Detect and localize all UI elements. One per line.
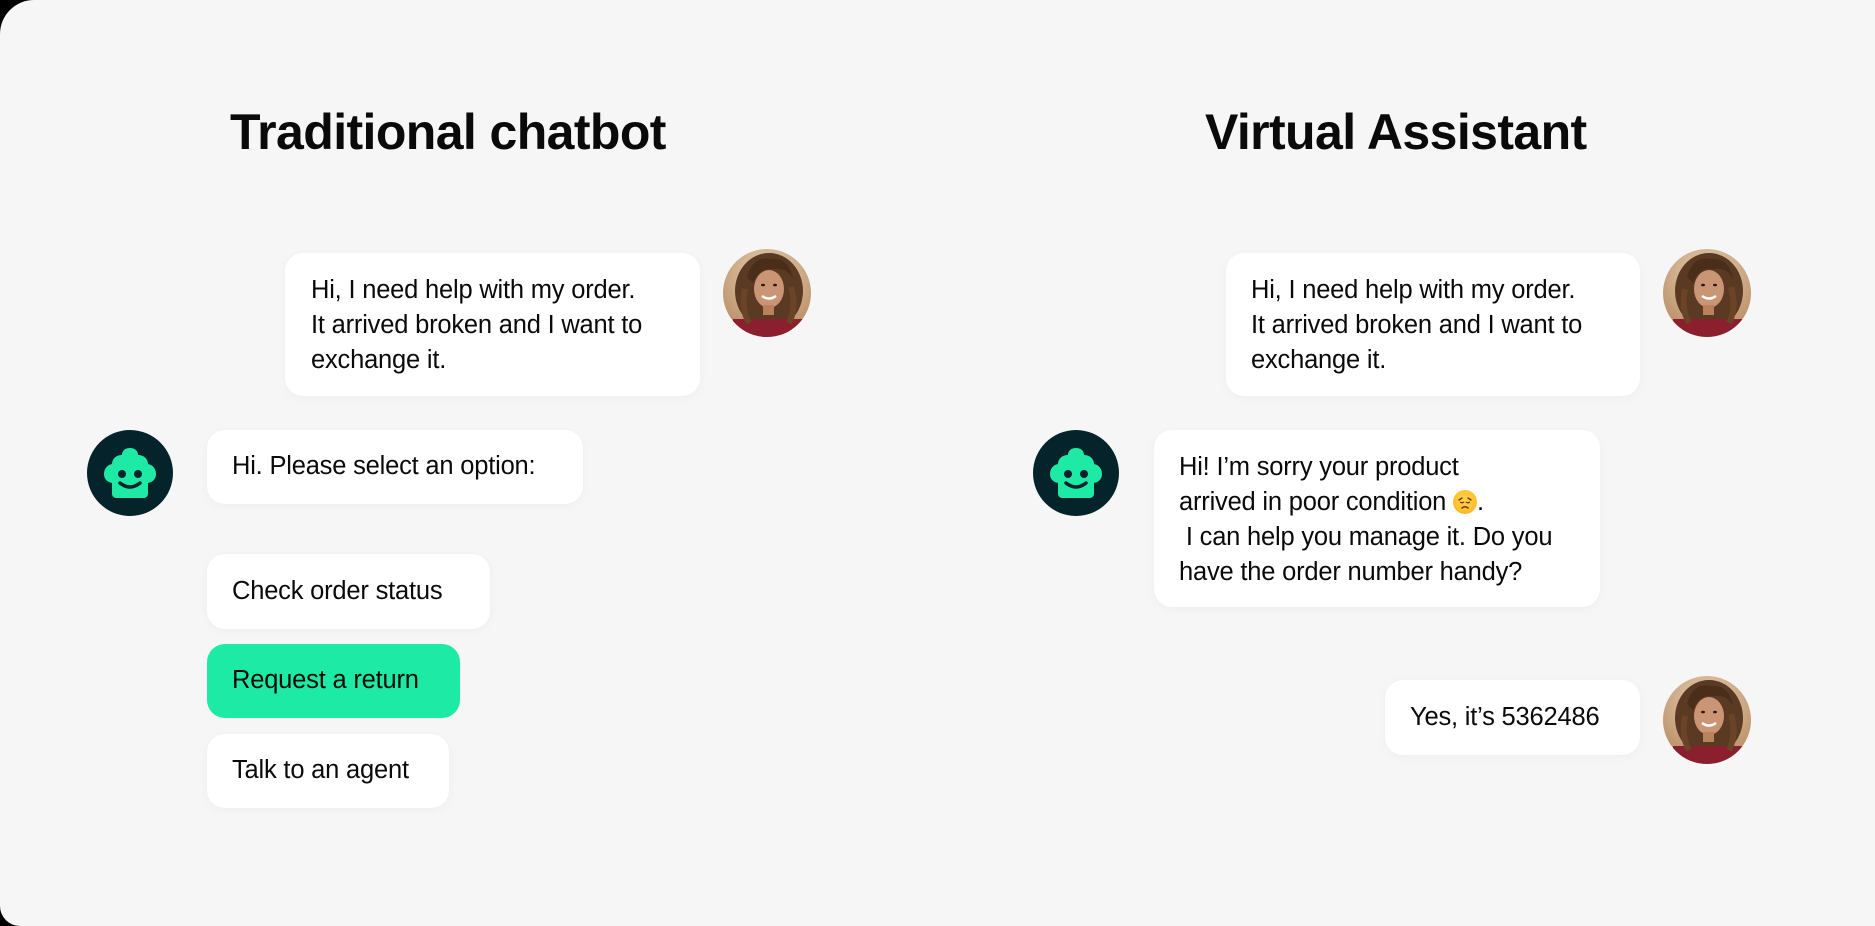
bot-message-text: Hi. Please select an option: — [232, 452, 536, 480]
user-reply-text: Yes, it’s 5362486 — [1410, 703, 1600, 731]
message-line: Hi! I’m sorry your product — [1179, 453, 1459, 481]
left-user-message-bubble: Hi, I need help with my order. It arrive… — [285, 253, 700, 396]
disappointed-face-emoji-icon — [1453, 490, 1478, 514]
right-user-reply-bubble: Yes, it’s 5362486 — [1385, 680, 1640, 755]
user-photo-avatar-icon — [723, 249, 811, 337]
message-line: have the order number handy? — [1179, 558, 1523, 586]
option-check-order-status[interactable]: Check order status — [207, 554, 490, 629]
left-bot-message-bubble: Hi. Please select an option: — [207, 430, 583, 504]
right-bot-message-bubble: Hi! I’m sorry your product arrived in po… — [1154, 430, 1600, 607]
user-photo-avatar-icon — [1663, 249, 1751, 337]
message-line: I can help you manage it. Do you — [1179, 523, 1553, 551]
right-user-message-bubble: Hi, I need help with my order. It arrive… — [1226, 253, 1640, 396]
message-line: exchange it. — [311, 346, 447, 374]
option-label: Talk to an agent — [232, 756, 409, 784]
bot-icon — [1050, 448, 1102, 498]
message-line: It arrived broken and I want to — [1251, 311, 1583, 339]
message-line: Hi, I need help with my order. — [1251, 276, 1576, 304]
message-line: exchange it. — [1251, 346, 1387, 374]
message-line: Hi, I need help with my order. — [311, 276, 636, 304]
user-avatar — [1663, 249, 1751, 337]
bot-icon — [104, 448, 156, 498]
virtual-assistant-title: Virtual Assistant — [1205, 104, 1587, 160]
message-line-end: . — [1477, 488, 1484, 516]
traditional-chatbot-title: Traditional chatbot — [230, 104, 666, 160]
option-label: Request a return — [232, 666, 419, 694]
left-bot-avatar — [87, 430, 173, 516]
option-talk-to-an-agent[interactable]: Talk to an agent — [207, 734, 449, 808]
message-line: arrived in poor condition . — [1179, 485, 1484, 520]
user-avatar — [1663, 676, 1751, 764]
message-line: It arrived broken and I want to — [311, 311, 643, 339]
user-photo-avatar-icon — [1663, 676, 1751, 764]
option-request-a-return[interactable]: Request a return — [207, 644, 460, 718]
user-avatar — [723, 249, 811, 337]
message-line-text: arrived in poor condition — [1179, 488, 1454, 516]
right-bot-avatar — [1033, 430, 1119, 516]
option-label: Check order status — [232, 577, 443, 605]
